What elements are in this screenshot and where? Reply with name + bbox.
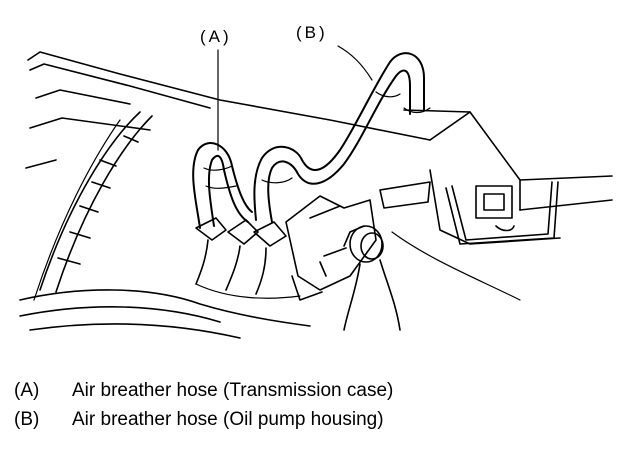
mounting-clip [445,181,559,245]
transmission-case [19,51,431,339]
legend-text: Air breather hose (Transmission case) [72,380,394,401]
breather-hose-diagram: (A) (B) [19,23,613,339]
legend-text: Air breather hose (Oil pump housing) [72,409,384,430]
hose-bracket [285,195,377,301]
legend-item-a: (A) Air breather hose (Transmission case) [14,376,393,405]
legend-key: (B) [14,409,40,430]
air-breather-hose-b [253,52,431,223]
legend-item-b: (B) Air breather hose (Oil pump housing) [14,405,393,434]
bolt [343,225,401,331]
legend: (A) Air breather hose (Transmission case)… [14,376,393,434]
callout-a: (A) [200,27,232,46]
air-breather-hose-a [192,142,253,229]
leader-lines [217,45,373,151]
leader-line-b [337,45,373,81]
oil-pump-housing [379,109,613,301]
legend-key: (A) [14,380,40,401]
callout-b: (B) [296,23,328,42]
hose-fittings [195,217,301,299]
